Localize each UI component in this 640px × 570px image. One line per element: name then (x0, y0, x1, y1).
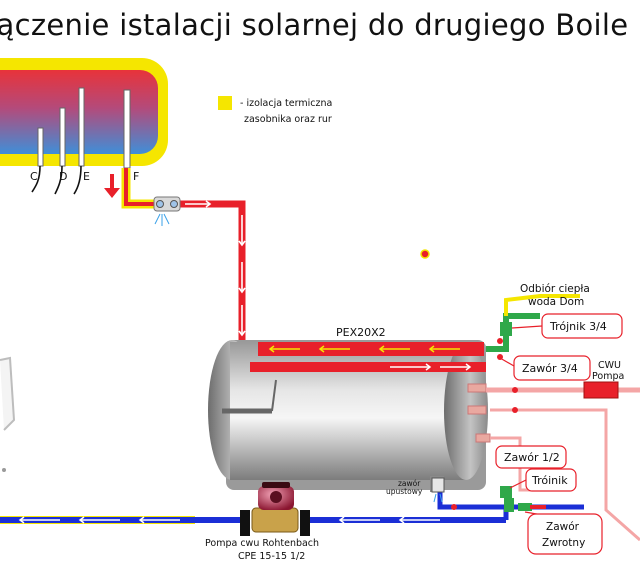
flow-down-arrow-icon (104, 174, 120, 198)
sensor-label-c: C (30, 170, 38, 183)
left-edge-fragment (0, 356, 16, 472)
callout-troinik: Tróinik (509, 468, 577, 492)
pompa-label-1: Pompa cwu Rohtenbach (205, 538, 319, 549)
fitting-middle (467, 405, 487, 415)
storage-tank (208, 340, 491, 492)
cwu-label-1: CWU (598, 360, 621, 371)
callout-trojnik-34: Trójnik 3/4 (511, 313, 623, 339)
pompa-label-2: CPE 15-15 1/2 (238, 551, 305, 562)
zwrotny-label-2: Zwrotny (542, 537, 585, 549)
zawor-12-label: Zawór 1/2 (504, 451, 560, 464)
circulation-pump (240, 482, 310, 536)
legend-line-1: - izolacja termiczna (240, 98, 332, 109)
legend-line-2: zasobnika oraz rur (244, 114, 332, 125)
pex-label: PEX20X2 (336, 326, 386, 339)
callout-zawor-zwrotny: Zawór Zwrotny (524, 511, 603, 555)
sensor-e (78, 87, 85, 167)
trojnik-34-label: Trójnik 3/4 (549, 320, 607, 333)
mid-hot-pipe (250, 362, 486, 372)
zwrotny-valve-fitting (518, 503, 532, 511)
fitting-upper (467, 383, 487, 393)
sensor-label-f: F (133, 170, 139, 183)
sensor-label-e: E (83, 170, 90, 183)
troinik-label: Tróinik (531, 474, 568, 487)
sensor-f (123, 89, 131, 169)
sensor-label-d: D (59, 170, 67, 183)
zawor-34-label: Zawór 3/4 (522, 362, 578, 375)
solar-boiler: C D E F (0, 58, 168, 195)
odbior-label-2: woda Dom (528, 296, 584, 308)
odbior-label-1: Odbiór ciepła (520, 283, 590, 295)
drain-valve-icon (431, 477, 445, 503)
cold-return-pipe (0, 482, 584, 524)
trojnik-34-fitting (500, 322, 512, 336)
sensor-c (37, 127, 44, 167)
mixing-valve-icon (153, 196, 181, 226)
callout-zawor-34: Zawór 3/4 (499, 355, 591, 381)
tank-cap-right (444, 342, 488, 480)
marker-dot (420, 249, 430, 259)
fitting-lower (475, 433, 491, 443)
house-supply: Odbiór ciepła woda Dom (486, 283, 590, 360)
legend: - izolacja termiczna zasobnika oraz rur (218, 96, 332, 125)
cwu-label-2: Pompa (592, 371, 624, 382)
zwrotny-label-1: Zawór (546, 521, 580, 533)
legend-swatch (218, 96, 232, 110)
cwu-pump-icon (583, 381, 619, 399)
sensor-d (59, 107, 66, 167)
zawor-upustowy-label-2: upustowy (386, 487, 423, 496)
callout-zawor-12: Zawór 1/2 (495, 445, 567, 469)
zawor-upustowy-label-1: zawór (398, 479, 421, 488)
page-title: łączenie istalacji solarnej do drugiego … (0, 8, 629, 42)
top-hot-pipe (258, 342, 484, 356)
troinik-fitting (500, 486, 512, 498)
